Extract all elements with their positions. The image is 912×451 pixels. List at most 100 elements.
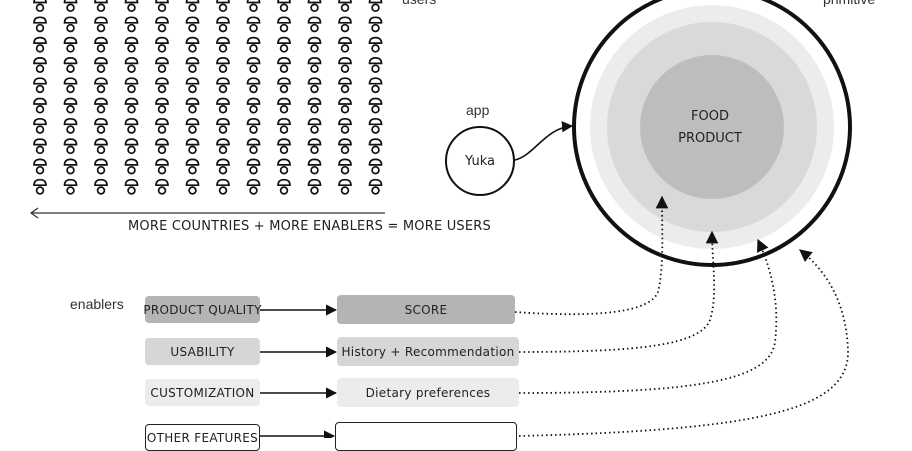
- person-icon: [185, 16, 200, 33]
- person-icon: [338, 0, 352, 13]
- person-icon: [338, 158, 352, 175]
- person-icon: [246, 97, 261, 114]
- person-icon: [185, 0, 200, 13]
- person-icon: [277, 97, 291, 114]
- person-icon: [94, 97, 108, 114]
- person-icon: [155, 138, 169, 155]
- person-icon: [216, 138, 230, 155]
- enabler-customization[interactable]: CUSTOMIZATION: [145, 379, 260, 406]
- person-icon: [63, 138, 78, 155]
- feature-empty[interactable]: [335, 422, 517, 451]
- person-icon: [246, 36, 261, 53]
- person-icon: [124, 16, 139, 33]
- person-icon: [307, 36, 322, 53]
- feature-dietary-preferences[interactable]: Dietary preferences: [337, 378, 519, 407]
- person-icon: [155, 77, 169, 94]
- person-icon: [124, 57, 139, 73]
- person-icon: [368, 138, 383, 155]
- ring-core: [640, 55, 784, 199]
- feature-label: History + Recommendation: [341, 344, 515, 359]
- yuka-app-node[interactable]: Yuka: [445, 126, 515, 196]
- person-icon: [277, 0, 291, 13]
- person-icon: [155, 178, 169, 195]
- person-icon: [216, 36, 230, 53]
- person-icon: [277, 36, 291, 53]
- person-icon: [368, 0, 383, 13]
- person-icon: [216, 57, 230, 73]
- diagram: users primitive MORE COUNTRIES + MORE EN…: [29, 0, 875, 451]
- person-icon: [155, 117, 169, 134]
- person-icon: [216, 77, 230, 94]
- person-icon: [307, 178, 322, 195]
- person-icon: [185, 178, 200, 195]
- person-icon: [338, 77, 352, 94]
- person-icon: [124, 178, 139, 195]
- person-icon: [124, 0, 139, 13]
- person-icon: [338, 138, 352, 155]
- users-growth-arrowhead: [29, 207, 39, 219]
- person-icon: [155, 57, 169, 73]
- person-icon: [307, 158, 322, 175]
- person-icon: [185, 77, 200, 94]
- person-icon: [63, 57, 78, 73]
- person-icon: [185, 36, 200, 53]
- product-label: PRODUCT: [678, 131, 742, 146]
- person-icon: [185, 97, 200, 114]
- person-icon: [216, 117, 230, 134]
- person-icon: [216, 158, 230, 175]
- person-icon: [307, 117, 322, 134]
- person-icon: [246, 178, 261, 195]
- app-label: app: [466, 102, 490, 118]
- person-icon: [277, 158, 291, 175]
- person-icon: [277, 16, 291, 33]
- person-icon: [368, 178, 383, 195]
- person-icon: [124, 158, 139, 175]
- person-icon: [33, 158, 47, 175]
- enabler-label: PRODUCT QUALITY: [143, 302, 262, 317]
- person-icon: [124, 97, 139, 114]
- person-icon: [63, 0, 78, 13]
- feature-history-recommendation[interactable]: History + Recommendation: [337, 337, 519, 366]
- enabler-product-quality[interactable]: PRODUCT QUALITY: [143, 296, 262, 323]
- person-icon: [307, 57, 322, 73]
- person-icon: [338, 117, 352, 134]
- person-icon: [63, 97, 78, 114]
- person-icon: [277, 178, 291, 195]
- person-icon: [94, 57, 108, 73]
- person-icon: [94, 77, 108, 94]
- feature-label: SCORE: [404, 302, 448, 317]
- person-icon: [246, 16, 261, 33]
- food-product-label: FOOD PRODUCT: [660, 106, 760, 150]
- person-icon: [124, 138, 139, 155]
- person-icon: [307, 0, 322, 13]
- person-icon: [33, 97, 47, 114]
- feature-label: Dietary preferences: [365, 385, 491, 400]
- enablers-label: enablers: [70, 296, 124, 312]
- primitive-label: primitive: [823, 0, 875, 7]
- person-icon: [33, 57, 47, 73]
- feature-score[interactable]: SCORE: [337, 295, 515, 324]
- person-icon: [185, 158, 200, 175]
- person-icon: [307, 16, 322, 33]
- person-icon: [155, 97, 169, 114]
- person-icon: [185, 117, 200, 134]
- person-icon: [338, 36, 352, 53]
- person-icon: [277, 117, 291, 134]
- person-icon: [338, 16, 352, 33]
- person-icon: [368, 16, 383, 33]
- person-icon: [33, 16, 47, 33]
- enabler-usability[interactable]: USABILITY: [145, 338, 260, 365]
- person-icon: [338, 178, 352, 195]
- person-icon: [185, 57, 200, 73]
- person-icon: [246, 0, 261, 13]
- person-icon: [368, 77, 383, 94]
- person-icon: [368, 158, 383, 175]
- person-icon: [307, 77, 322, 94]
- person-icon: [63, 36, 78, 53]
- person-icon: [63, 117, 78, 134]
- person-icon: [124, 117, 139, 134]
- person-icon: [185, 138, 200, 155]
- person-icon: [63, 178, 78, 195]
- person-icon: [216, 0, 230, 13]
- person-icon: [216, 16, 230, 33]
